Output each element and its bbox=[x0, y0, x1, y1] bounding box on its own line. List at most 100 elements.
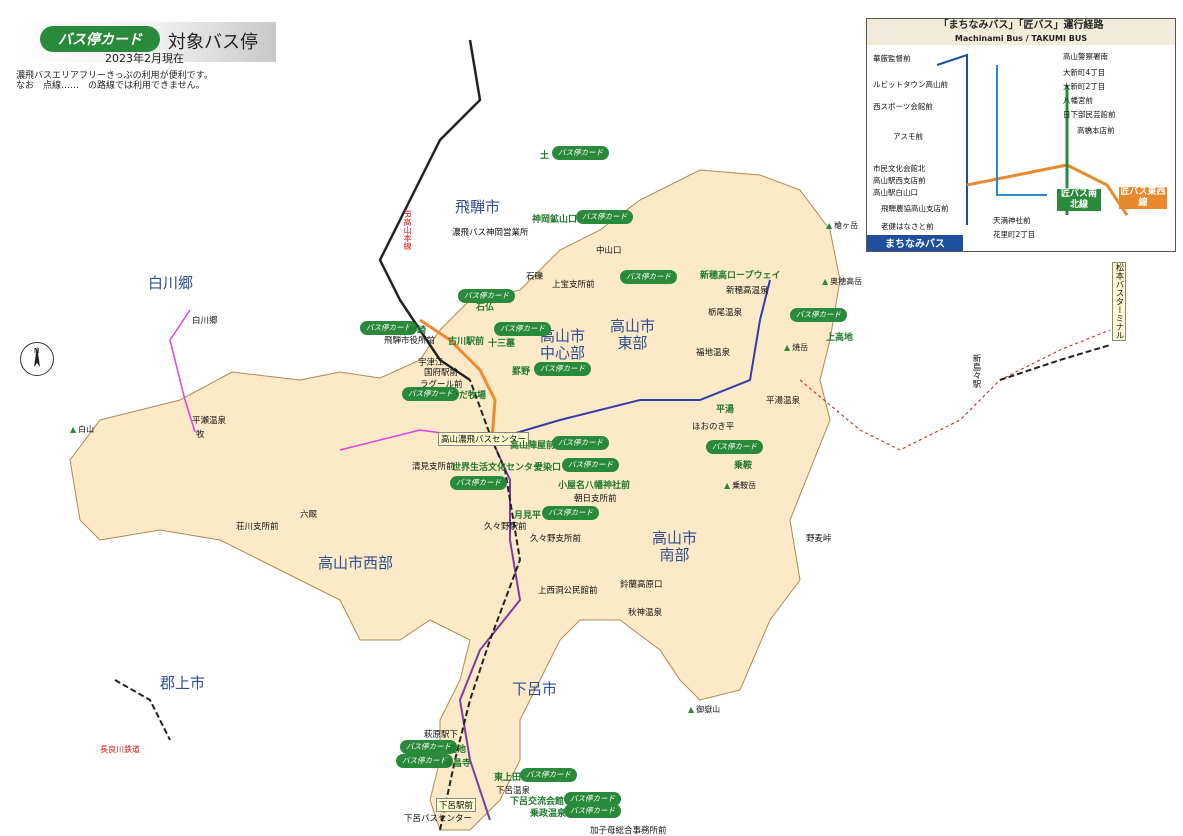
card-nishiuri[interactable]: バス停カード bbox=[564, 804, 621, 818]
card-sekai[interactable]: バス停カード bbox=[450, 476, 507, 490]
card-sugisaki[interactable]: バス停カード bbox=[360, 321, 417, 335]
stop-jusanmuhara[interactable]: 十三墓 bbox=[488, 339, 516, 349]
stop-kamiedani[interactable]: 罫野 bbox=[512, 367, 531, 377]
stop-heiyu: ほおのき平 bbox=[692, 422, 735, 432]
region-central-line2: 中心部 bbox=[540, 344, 586, 362]
stop-gero-st[interactable]: 下呂駅前 bbox=[436, 798, 477, 812]
stop-kamioka[interactable]: 神岡鉱山口 bbox=[532, 215, 578, 225]
stop-gero-koryu[interactable]: 下呂交流会館 bbox=[510, 797, 565, 807]
card-kamioka[interactable]: バス停カード bbox=[576, 210, 633, 224]
stop-kamikochi[interactable]: 上高地 bbox=[826, 333, 854, 343]
inset-stop-right-1: 大新町4丁目 bbox=[1063, 68, 1106, 77]
road-route-dotted bbox=[799, 329, 1111, 451]
card-gekkodaira[interactable]: バス停カード bbox=[542, 506, 599, 520]
stop-suzuran: 鈴蘭高原口 bbox=[620, 580, 663, 590]
inset-stop-bottom-0: 飛騨農協高山支店前 bbox=[881, 204, 949, 213]
stop-tochio: 栃尾温泉 bbox=[708, 308, 743, 318]
stop-fukuji: 福地温泉 bbox=[696, 348, 731, 358]
inset-takumi-south-north: 匠バス南北線 bbox=[1057, 189, 1101, 211]
card-hanaike[interactable]: バス停カード bbox=[400, 740, 457, 754]
region-takayama-central: 高山市 中心部 bbox=[540, 328, 585, 362]
road-route-blue bbox=[491, 279, 771, 441]
stop-ishihotoke[interactable]: 石仏 bbox=[476, 303, 495, 313]
stop-norikura[interactable]: 乗鞍 bbox=[734, 461, 753, 471]
stop-shin-shimashima: 新島々駅 bbox=[971, 354, 981, 388]
stop-kamitakara: 上宝支所前 bbox=[552, 280, 595, 290]
stop-matsumoto[interactable]: 松本バスターミナル bbox=[1112, 262, 1126, 341]
stop-furukawa[interactable]: 古川駅前 bbox=[448, 337, 485, 347]
inset-stop-left-0: 華厳監督前 bbox=[873, 54, 911, 63]
road-route-black bbox=[378, 39, 482, 382]
inset-takumi-east-west: 匠バス東西線 bbox=[1119, 187, 1167, 209]
stop-akigami: 秋神温泉 bbox=[628, 608, 663, 618]
region-shirakawa: 白川郷 bbox=[148, 274, 194, 292]
note-line-2: なお 点線…… の路線では利用できません。 bbox=[16, 81, 205, 91]
inset-stop-left-1: ルビットタウン高山前 bbox=[873, 80, 948, 89]
inset-title: 「まちなみバス」「匠バス」運行経路 Machinami Bus / TAKUMI… bbox=[867, 19, 1175, 45]
rail-takayama-label: JR高山本線 bbox=[403, 210, 412, 250]
region-south-line2: 南部 bbox=[659, 546, 690, 564]
stop-takayama-bc[interactable]: 高山濃飛バスセンター bbox=[438, 432, 530, 446]
svg-text:N: N bbox=[34, 347, 39, 355]
north-arrow-icon: N bbox=[20, 342, 54, 376]
stop-oyamamine[interactable]: 小屋名八幡神社前 bbox=[558, 481, 631, 491]
stop-hirayu-ho[interactable]: 平湯 bbox=[716, 405, 735, 415]
region-takayama-south: 高山市 南部 bbox=[652, 530, 697, 564]
card-tsukigase[interactable]: バス停カード bbox=[562, 458, 619, 472]
bus-stop-card-badge: バス停カード bbox=[40, 26, 160, 52]
stop-kokufu: 国府駅前 bbox=[424, 368, 459, 378]
inset-stop-left-6: 高山駅白山口 bbox=[873, 188, 918, 197]
mountain-hakusan: 白山 bbox=[70, 424, 94, 435]
mountain-norikuradake: 乗鞍岳 bbox=[724, 480, 756, 491]
card-hayashiba[interactable]: バス停カード bbox=[402, 387, 459, 401]
region-takayama-east: 高山市 東部 bbox=[610, 318, 655, 352]
gifu-area-shape bbox=[69, 169, 841, 831]
rail-gujo-line bbox=[114, 679, 171, 741]
region-gujo: 郡上市 bbox=[160, 674, 206, 692]
inset-stop-bottom-1: 老健はなさと前 bbox=[881, 222, 934, 231]
region-gero: 下呂市 bbox=[512, 680, 558, 698]
road-route-purple bbox=[458, 439, 522, 821]
inset-subtitle: Machinami Bus / TAKUMI BUS bbox=[954, 34, 1088, 43]
stop-hanaike[interactable]: 花池 bbox=[448, 745, 467, 755]
card-higashi-ueda[interactable]: バス停カード bbox=[520, 768, 577, 782]
inset-title-text: 「まちなみバス」「匠バス」運行経路 bbox=[938, 20, 1104, 31]
card-kokufu-ch[interactable]: バス停カード bbox=[552, 436, 609, 450]
card-heiyu[interactable]: バス停カード bbox=[706, 440, 763, 454]
card-zaizen[interactable]: バス停カード bbox=[396, 754, 453, 768]
stop-gekkodaira[interactable]: 月見平 bbox=[514, 511, 542, 521]
road-route-orange bbox=[419, 318, 497, 441]
region-central-line1: 高山市 bbox=[540, 327, 586, 345]
card-ishihotoke[interactable]: バス停カード bbox=[458, 289, 515, 303]
stop-gero-bc: 下呂バスセンター bbox=[404, 814, 473, 824]
card-nakao[interactable]: バス停カード bbox=[620, 270, 677, 284]
stop-kokufu-ch[interactable]: 高山陣屋前 bbox=[510, 441, 556, 451]
card-hirayu[interactable]: バス停カード bbox=[790, 308, 847, 322]
inset-legend-machinami: まちなみバス bbox=[867, 235, 963, 251]
stop-sugisaki[interactable]: 杉崎 bbox=[408, 326, 427, 336]
card-jusanmuhara[interactable]: バス停カード bbox=[494, 322, 551, 336]
stop-nishiuri[interactable]: 乗政温泉 bbox=[530, 809, 567, 819]
mountain-ontake: 御嶽山 bbox=[688, 704, 720, 715]
mountain-yakedake: 焼岳 bbox=[784, 342, 808, 353]
card-gero-koryu[interactable]: バス停カード bbox=[564, 792, 621, 806]
card-kamiedani[interactable]: バス停カード bbox=[534, 362, 591, 376]
stop-sekai[interactable]: 世界生活文化センター bbox=[452, 463, 543, 473]
card-tsuchi[interactable]: バス停カード bbox=[552, 146, 609, 160]
stop-hayashiba[interactable]: ひだ牧場 bbox=[450, 391, 487, 401]
stop-rokumura: 六厩 bbox=[300, 510, 318, 520]
rail-matsumoto-line bbox=[999, 344, 1111, 381]
inset-stop-right-5: 日下部民芸館前 bbox=[1063, 110, 1116, 119]
stop-tsukigase[interactable]: 愛染口 bbox=[534, 463, 562, 473]
stop-tsuchi[interactable]: 土 bbox=[540, 151, 550, 161]
inset-legend-text: まちなみバス bbox=[885, 239, 945, 250]
stop-hirase: 平瀬温泉 bbox=[192, 416, 227, 426]
stop-gero-onsen: 下呂温泉 bbox=[496, 786, 531, 796]
stop-higashi-ueda[interactable]: 東上田 bbox=[494, 773, 522, 783]
stop-shinhotaka[interactable]: 新穂高ロープウェイ bbox=[700, 271, 781, 281]
stop-zaizen[interactable]: 禅昌寺 bbox=[444, 759, 472, 769]
region-hida: 飛騨市 bbox=[455, 198, 501, 216]
stop-kaminoma: 久々野駅前 bbox=[484, 522, 527, 532]
stop-rakuru: ラグール前 bbox=[420, 380, 463, 390]
inset-stop-right-2: 大新町2丁目 bbox=[1063, 82, 1106, 91]
